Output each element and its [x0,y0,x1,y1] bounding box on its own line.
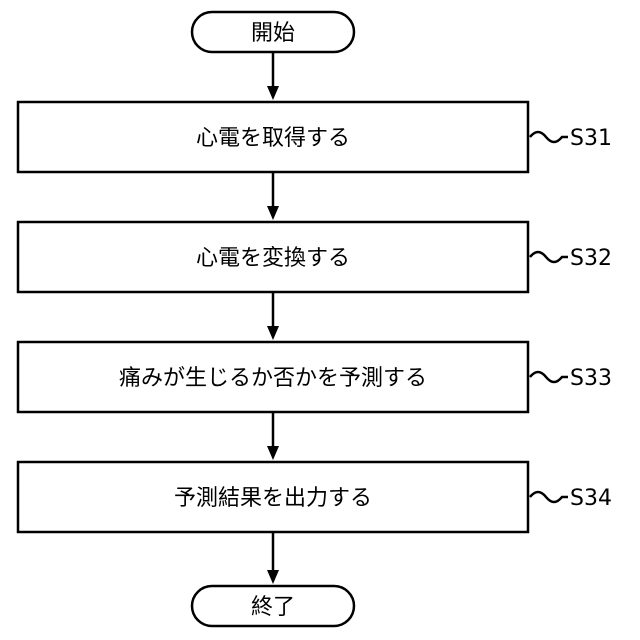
process-box-step4-text: 予測結果を出力する [174,486,372,511]
leader-line-step1 [530,132,568,142]
step-label-step1: S31 [570,126,612,151]
arrowhead-step3 [267,326,279,340]
leader-line-step3 [530,372,568,382]
step-label-step3: S33 [570,366,612,391]
leader-line-step2 [530,252,568,262]
process-box-step3-text: 痛みが生じるか否かを予測する [119,366,427,391]
end-terminal-label: 終了 [251,595,295,620]
start-terminal-label: 開始 [251,21,295,46]
process-box-step2-text: 心電を変換する [196,246,350,271]
arrowhead-step4 [267,446,279,460]
step-label-step2: S32 [570,246,612,271]
arrowhead-step2 [267,206,279,220]
process-box-step1-text: 心電を取得する [196,126,350,151]
arrowhead-end [267,570,279,584]
arrowhead-step1 [267,86,279,100]
leader-line-step4 [530,492,568,502]
step-label-step4: S34 [570,486,612,511]
